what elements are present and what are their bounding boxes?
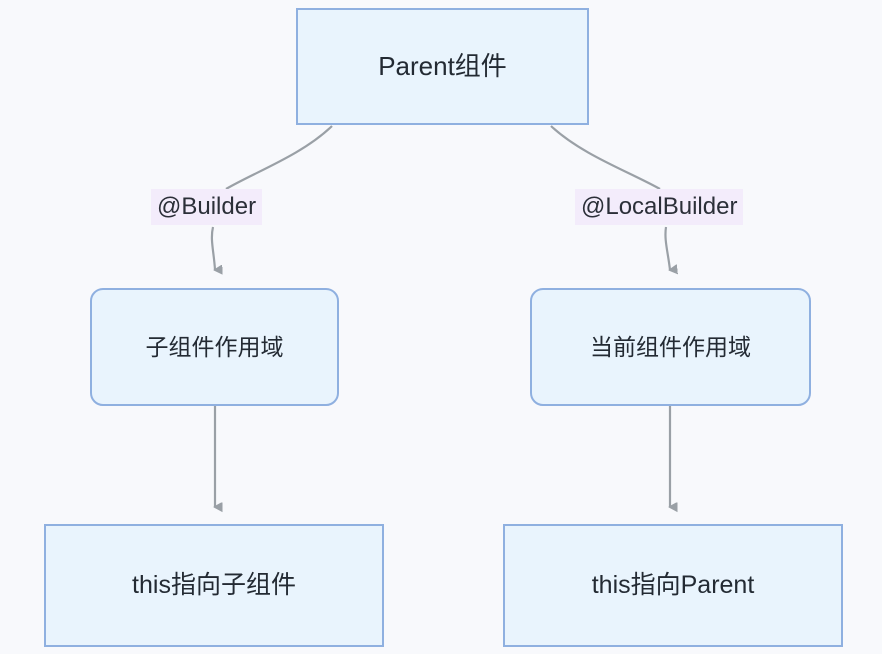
edge-builder-to-child-scope bbox=[210, 226, 215, 270]
edge-parent-to-current-scope bbox=[550, 125, 661, 190]
node-parent: Parent组件 bbox=[296, 8, 589, 125]
edge-label-local-builder: @LocalBuilder bbox=[575, 189, 744, 226]
node-current-scope: 当前组件作用域 bbox=[530, 288, 811, 406]
edge-parent-to-child-scope bbox=[225, 125, 333, 190]
node-child-scope: 子组件作用域 bbox=[90, 288, 339, 406]
edge-label-builder: @Builder bbox=[151, 189, 263, 226]
node-this-points-to-parent: this指向Parent bbox=[503, 524, 843, 647]
edge-localbuilder-to-current-scope bbox=[664, 226, 670, 270]
node-this-points-to-child: this指向子组件 bbox=[44, 524, 384, 647]
